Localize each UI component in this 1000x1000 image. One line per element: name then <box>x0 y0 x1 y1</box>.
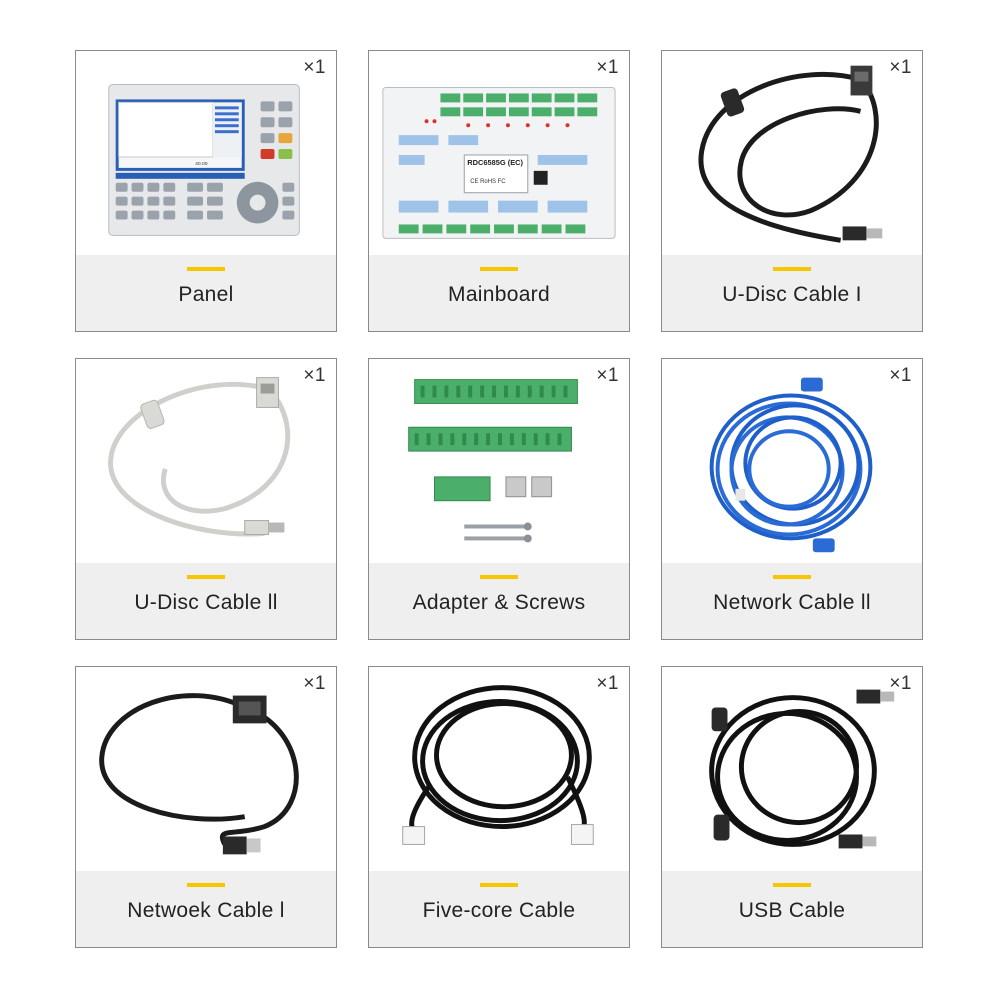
control-panel-icon: 40.00 <box>108 84 300 236</box>
item-card-usb-cable: ×1 USB Cable <box>661 666 923 948</box>
panel-screen-value: 40.00 <box>195 161 208 167</box>
black-network-cable-icon <box>99 693 299 855</box>
label-band: USB Cable <box>662 871 922 947</box>
accent-bar <box>187 883 225 887</box>
five-core-cable-photo <box>369 667 629 873</box>
usb-cable-white-icon <box>108 377 291 537</box>
accent-bar <box>480 883 518 887</box>
item-name: Mainboard <box>448 283 550 306</box>
label-band: Adapter & Screws <box>369 563 629 639</box>
quantity-label: ×1 <box>303 365 326 386</box>
label-band: U-Disc Cable I <box>662 255 922 331</box>
label-band: Panel <box>76 255 336 331</box>
item-card-network-cable-1: ×1 Netwoek Cable l <box>75 666 337 948</box>
item-card-five-core-cable: ×1 Five-core Cable <box>368 666 630 948</box>
item-name: U-Disc Cable I <box>722 283 862 306</box>
item-name: Adapter & Screws <box>412 591 586 614</box>
blue-network-cable-icon <box>709 377 873 553</box>
item-card-mainboard: RDC6585G (EC) CE RoHS FC ×1 Mainboard <box>368 50 630 332</box>
accent-bar <box>187 575 225 579</box>
accent-bar <box>773 575 811 579</box>
terminal-blocks-screws-icon <box>408 379 578 543</box>
label-band: Mainboard <box>369 255 629 331</box>
label-band: Five-core Cable <box>369 871 629 947</box>
quantity-label: ×1 <box>889 57 912 78</box>
item-card-adapter-screws: ×1 Adapter & Screws <box>368 358 630 640</box>
usb-cable-icon <box>709 689 895 849</box>
adapter-screws-photo <box>369 359 629 565</box>
quantity-label: ×1 <box>596 365 619 386</box>
quantity-label: ×1 <box>889 673 912 694</box>
item-name: Panel <box>178 283 234 306</box>
network-cable-1-photo <box>76 667 336 873</box>
mainboard-model-label: RDC6585G (EC) <box>467 158 523 167</box>
item-name: USB Cable <box>738 899 846 922</box>
quantity-label: ×1 <box>303 57 326 78</box>
accent-bar <box>187 267 225 271</box>
quantity-label: ×1 <box>889 365 912 386</box>
label-band: Netwoek Cable l <box>76 871 336 947</box>
quantity-label: ×1 <box>596 673 619 694</box>
u-disc-cable-2-photo <box>76 359 336 565</box>
label-band: Network Cable ll <box>662 563 922 639</box>
accent-bar <box>773 883 811 887</box>
quantity-label: ×1 <box>303 673 326 694</box>
panel-photo: 40.00 <box>76 51 336 257</box>
usb-cable-black-icon <box>698 65 883 243</box>
item-name: Network Cable ll <box>713 591 871 614</box>
mainboard-photo: RDC6585G (EC) CE RoHS FC <box>369 51 629 257</box>
accent-bar <box>480 267 518 271</box>
item-name: Five-core Cable <box>422 899 576 922</box>
accent-bar <box>480 575 518 579</box>
label-band: U-Disc Cable ll <box>76 563 336 639</box>
item-name: U-Disc Cable ll <box>134 591 278 614</box>
item-card-u-disc-cable-2: ×1 U-Disc Cable ll <box>75 358 337 640</box>
item-name: Netwoek Cable l <box>127 899 285 922</box>
usb-cable-photo <box>662 667 922 873</box>
item-card-u-disc-cable-1: ×1 U-Disc Cable I <box>661 50 923 332</box>
quantity-label: ×1 <box>596 57 619 78</box>
mainboard-cert-label: CE RoHS FC <box>470 179 506 185</box>
u-disc-cable-1-photo <box>662 51 922 257</box>
five-core-cable-icon <box>402 685 594 845</box>
item-card-network-cable-2: ×1 Network Cable ll <box>661 358 923 640</box>
item-card-panel: 40.00 <box>75 50 337 332</box>
network-cable-2-photo <box>662 359 922 565</box>
accent-bar <box>773 267 811 271</box>
mainboard-icon: RDC6585G (EC) CE RoHS FC <box>382 87 616 239</box>
